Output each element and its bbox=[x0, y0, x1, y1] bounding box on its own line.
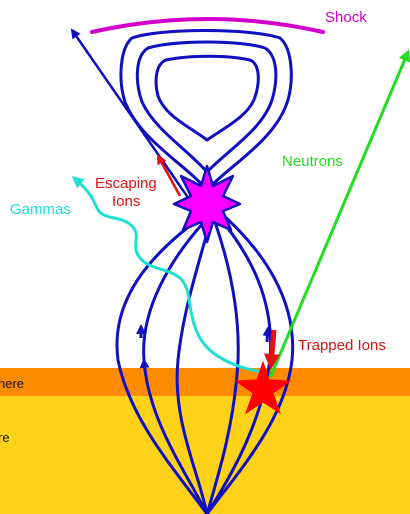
neutrons-label: Neutrons bbox=[282, 153, 343, 170]
photosphere-band bbox=[0, 396, 410, 514]
closed-loop-inner bbox=[156, 56, 258, 140]
escaping-ions-label-line2: Ions bbox=[112, 193, 140, 210]
escaping-ions-label-line1: Escaping bbox=[95, 175, 157, 192]
trapped-ions-label: Trapped Ions bbox=[298, 337, 386, 354]
neutrons-arrow bbox=[270, 52, 408, 378]
photosphere-label: re bbox=[0, 430, 10, 445]
shock-label: Shock bbox=[325, 9, 367, 26]
flare-star-icon bbox=[174, 166, 240, 242]
chromosphere-label: here bbox=[0, 376, 24, 391]
gammas-label: Gammas bbox=[10, 201, 71, 218]
field-arrow-right bbox=[267, 328, 268, 342]
trapped-ions-arrow bbox=[271, 330, 274, 366]
chromosphere-band bbox=[0, 368, 410, 396]
